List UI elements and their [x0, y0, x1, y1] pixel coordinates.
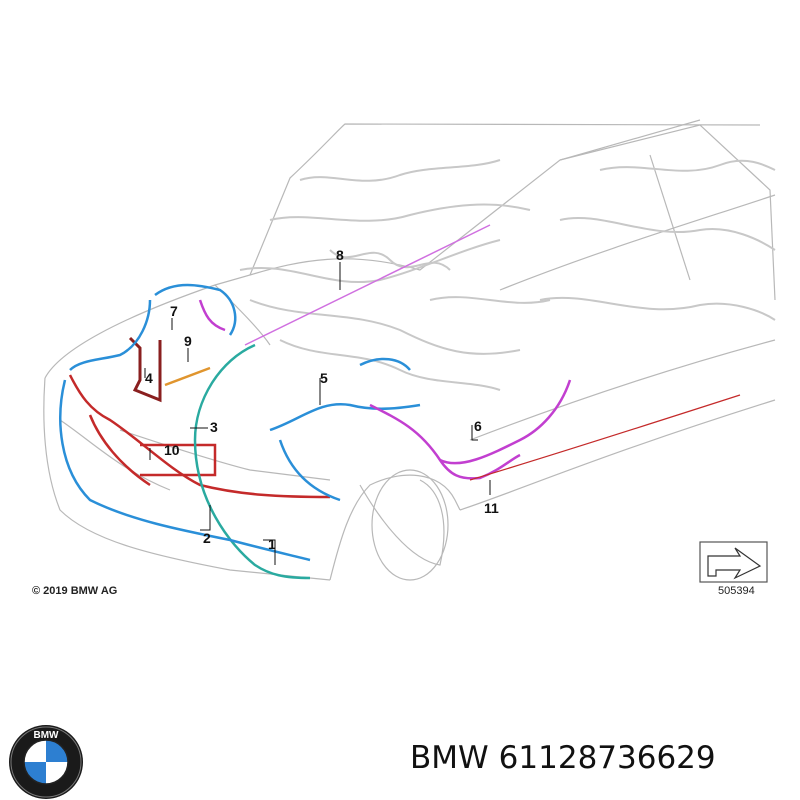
- wiring-harness-diagram: 1 2 3 4 5 6 7 8 9 10 11: [43, 119, 776, 583]
- reference-symbol: [699, 541, 768, 583]
- callout-10: 10: [164, 442, 180, 458]
- bmw-logo: BMW: [9, 725, 83, 799]
- callout-7: 7: [170, 303, 178, 319]
- callout-3: 3: [210, 419, 218, 435]
- engine-bay-harness: [239, 159, 776, 391]
- callout-6: 6: [474, 418, 482, 434]
- callout-2: 2: [203, 530, 211, 546]
- svg-text:BMW: BMW: [34, 730, 60, 741]
- front-harness-red: [68, 374, 331, 499]
- diagram-number: 505394: [718, 585, 755, 597]
- callout-8: 8: [336, 247, 344, 263]
- brand-name: BMW: [410, 740, 489, 776]
- car-body-outline: [43, 119, 776, 581]
- callout-5: 5: [320, 370, 328, 386]
- callout-4: 4: [145, 370, 153, 386]
- harness-line-8: [244, 224, 491, 346]
- copyright-text: © 2019 BMW AG: [32, 585, 118, 597]
- callout-11: 11: [484, 500, 499, 516]
- harness-magenta: [198, 299, 572, 480]
- harness-module-4: [128, 336, 162, 403]
- harness-line-11: [469, 394, 741, 481]
- harness-line-3: [193, 343, 311, 580]
- harness-line-9: [164, 366, 211, 387]
- callout-1: 1: [268, 536, 276, 552]
- harness-blue: [59, 283, 421, 562]
- callout-9: 9: [184, 333, 192, 349]
- callout-leaders: [144, 262, 491, 565]
- part-number: 61128736629: [498, 740, 716, 776]
